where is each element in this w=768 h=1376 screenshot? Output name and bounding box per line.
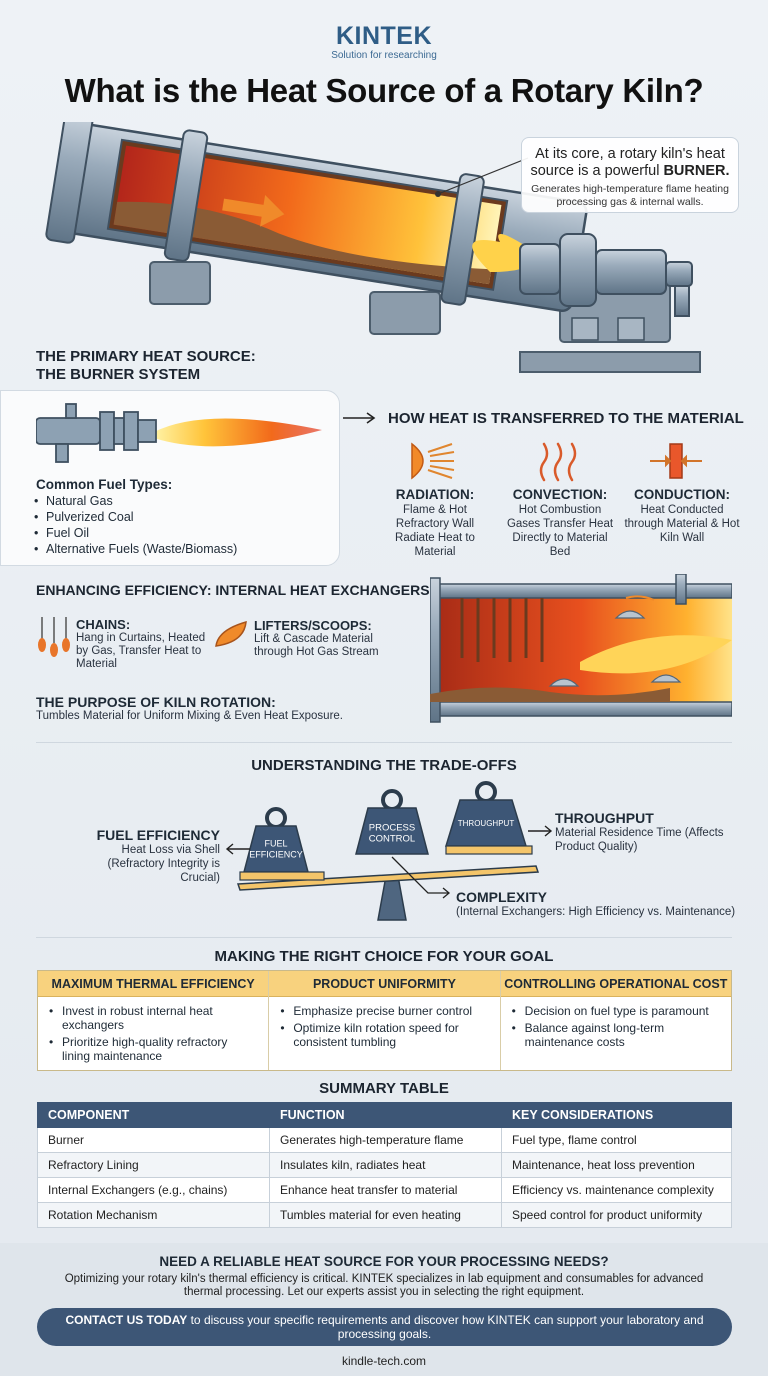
table-cell: Internal Exchangers (e.g., chains) [37, 1177, 270, 1203]
list-item: Optimize kiln rotation speed for consist… [280, 1021, 489, 1049]
choice-heading: MAKING THE RIGHT CHOICE FOR YOUR GOAL [214, 948, 554, 965]
cta-text: Optimizing your rotary kiln's thermal ef… [64, 1273, 704, 1298]
table-cell: Enhance heat transfer to material [269, 1177, 502, 1203]
table-row: Internal Exchangers (e.g., chains) Enhan… [37, 1177, 732, 1203]
contact-us-text: to discuss your specific requirements an… [187, 1313, 704, 1341]
tradeoff-fuel-efficiency: FUEL EFFICIENCY Heat Loss via Shell (Ref… [96, 827, 220, 884]
table-cell: Fuel type, flame control [501, 1127, 732, 1153]
burner-flame-icon [36, 403, 322, 463]
list-item: Decision on fuel type is paramount [512, 1004, 721, 1018]
list-item: Emphasize precise burner control [280, 1004, 489, 1018]
choice-column: MAXIMUM THERMAL EFFICIENCY Invest in rob… [38, 971, 270, 1070]
arrow-right-icon [528, 825, 553, 837]
choice-column: PRODUCT UNIFORMITY Emphasize precise bur… [269, 971, 501, 1070]
fuel-types-list: Natural Gas Pulverized Coal Fuel Oil Alt… [46, 493, 237, 557]
burner-section-heading: THE PRIMARY HEAT SOURCE: THE BURNER SYST… [36, 348, 256, 383]
callout-main-text: At its core, a rotary kiln's heat source… [530, 146, 725, 179]
tradeoffs-heading: UNDERSTANDING THE TRADE-OFFS [251, 757, 517, 774]
lifter-scoop-icon [215, 620, 247, 647]
table-cell: Rotation Mechanism [37, 1202, 270, 1228]
rotary-kiln-illustration [45, 122, 701, 373]
brand-name: KINTEK [335, 22, 433, 50]
list-item: Natural Gas [46, 493, 237, 509]
table-cell: Refractory Lining [37, 1152, 270, 1178]
website-link[interactable]: kindle-tech.com [341, 1354, 427, 1368]
summary-table: COMPONENT FUNCTION KEY CONSIDERATIONS Bu… [37, 1102, 732, 1228]
complexity-pointer-line [391, 856, 451, 899]
efficiency-heading: ENHANCING EFFICIENCY: INTERNAL HEAT EXCH… [36, 582, 430, 598]
list-item: Invest in robust internal heat exchanger… [49, 1004, 258, 1032]
radiation-icon [411, 442, 455, 480]
contact-us-button[interactable]: CONTACT US TODAY to discuss your specifi… [37, 1308, 732, 1346]
brand-tagline: Solution for researching [331, 50, 437, 61]
section-divider [36, 937, 732, 938]
table-cell: Insulates kiln, radiates heat [269, 1152, 502, 1178]
table-cell: Speed control for product uniformity [501, 1202, 732, 1228]
chains-icon [38, 617, 70, 657]
arrow-right-icon [343, 412, 376, 424]
table-cell: Maintenance, heat loss prevention [501, 1152, 732, 1178]
table-header-row: COMPONENT FUNCTION KEY CONSIDERATIONS [37, 1102, 732, 1128]
list-item: Alternative Fuels (Waste/Biomass) [46, 541, 237, 557]
arrow-left-icon [225, 843, 250, 855]
fuel-types-title: Common Fuel Types: [36, 477, 173, 492]
rotation-block: THE PURPOSE OF KILN ROTATION: Tumbles Ma… [36, 694, 343, 723]
table-cell: Burner [37, 1127, 270, 1153]
transfer-heading: HOW HEAT IS TRANSFERRED TO THE MATERIAL [388, 410, 744, 427]
table-cell: Tumbles material for even heating [269, 1202, 502, 1228]
conduction-icon [650, 443, 702, 479]
callout-sub-text: Generates high-temperature flame heating… [531, 183, 729, 208]
contact-us-bold: CONTACT US TODAY [65, 1313, 188, 1327]
mode-convection: CONVECTION: Hot Combustion Gases Transfe… [506, 487, 614, 558]
callout-burner-word: BURNER. [663, 163, 730, 179]
cta-title: NEED A RELIABLE HEAT SOURCE FOR YOUR PRO… [159, 1254, 609, 1269]
list-item: Prioritize high-quality refractory linin… [49, 1035, 258, 1063]
table-row: Refractory Lining Insulates kiln, radiat… [37, 1152, 732, 1178]
lifters-block: LIFTERS/SCOOPS: Lift & Cascade Material … [254, 618, 379, 658]
table-row: Burner Generates high-temperature flame … [37, 1127, 732, 1153]
burner-callout: At its core, a rotary kiln's heat source… [521, 137, 739, 213]
table-header: KEY CONSIDERATIONS [501, 1102, 732, 1128]
weight-label-throughput: THROUGHPUT [458, 819, 515, 828]
choice-column: CONTROLLING OPERATIONAL COST Decision on… [500, 971, 731, 1070]
brand-logo: KINTEK Solution for researching [0, 22, 768, 61]
list-item: Fuel Oil [46, 525, 237, 541]
convection-icon [539, 442, 577, 482]
mode-conduction: CONDUCTION: Heat Conducted through Mater… [624, 487, 740, 544]
table-row: Rotation Mechanism Tumbles material for … [37, 1202, 732, 1228]
mode-radiation: RADIATION: Flame & Hot Refractory Wall R… [395, 487, 475, 558]
tradeoff-throughput: THROUGHPUT Material Residence Time (Affe… [555, 810, 724, 853]
summary-heading: SUMMARY TABLE [319, 1080, 449, 1097]
table-header: COMPONENT [37, 1102, 270, 1128]
section-divider [36, 742, 732, 743]
table-cell: Efficiency vs. maintenance complexity [501, 1177, 732, 1203]
page-title: What is the Heat Source of a Rotary Kiln… [64, 72, 704, 109]
chains-block: CHAINS: Hang in Curtains, Heated by Gas,… [76, 617, 206, 670]
table-header: FUNCTION [269, 1102, 502, 1128]
table-cell: Generates high-temperature flame [269, 1127, 502, 1153]
list-item: Balance against long-term maintenance co… [512, 1021, 721, 1049]
kiln-interior-illustration [430, 574, 732, 723]
choice-table: MAXIMUM THERMAL EFFICIENCY Invest in rob… [37, 970, 732, 1071]
tradeoff-complexity: COMPLEXITY (Internal Exchangers: High Ef… [456, 889, 736, 918]
list-item: Pulverized Coal [46, 509, 237, 525]
